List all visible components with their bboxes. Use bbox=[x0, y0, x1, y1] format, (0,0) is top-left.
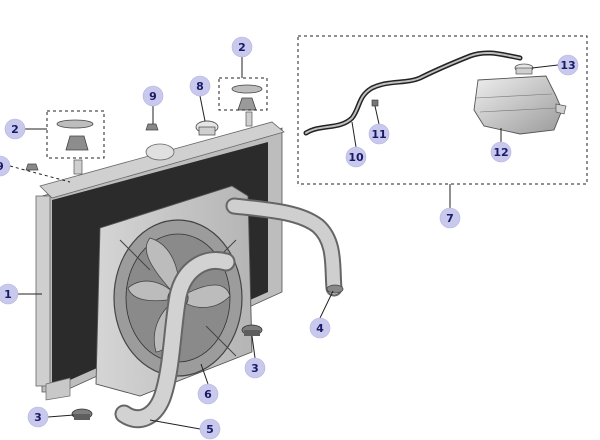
callout-3-right-label: 3 bbox=[251, 362, 259, 375]
callout-9-left: 9 bbox=[0, 155, 11, 177]
grommet-bottom bbox=[71, 408, 93, 420]
callout-7-label: 7 bbox=[446, 212, 454, 225]
callout-9-top-label: 9 bbox=[149, 90, 157, 103]
callout-7: 7 bbox=[439, 207, 461, 229]
callout-11-label: 11 bbox=[371, 128, 386, 141]
leader-lines bbox=[9, 57, 559, 430]
callout-10: 10 bbox=[345, 146, 367, 168]
callout-1: 1 bbox=[0, 283, 19, 305]
callout-2-right: 2 bbox=[231, 36, 253, 58]
callout-2-left-label: 2 bbox=[11, 123, 19, 136]
callout-badges: 1 2 2 3 3 4 5 6 bbox=[0, 36, 579, 440]
callout-2-right-label: 2 bbox=[238, 41, 246, 54]
callout-3-bottom-label: 3 bbox=[34, 411, 42, 424]
callout-3-right: 3 bbox=[244, 357, 266, 379]
radiator-cap bbox=[195, 120, 219, 136]
callout-5: 5 bbox=[199, 418, 221, 440]
callout-11: 11 bbox=[368, 123, 390, 145]
reservoir-cap bbox=[514, 63, 534, 75]
bolt-left bbox=[25, 163, 39, 171]
callout-1-label: 1 bbox=[4, 288, 12, 301]
thermostat-left bbox=[56, 119, 94, 175]
callout-2-left: 2 bbox=[4, 118, 26, 140]
callout-13: 13 bbox=[557, 54, 579, 76]
thermostat-right bbox=[231, 84, 263, 127]
bolt-top bbox=[145, 123, 159, 131]
callout-8-label: 8 bbox=[196, 80, 204, 93]
callout-5-label: 5 bbox=[206, 423, 214, 436]
radiator-filler-neck bbox=[145, 143, 175, 161]
callout-6: 6 bbox=[197, 383, 219, 405]
callout-3-bottom: 3 bbox=[27, 406, 49, 428]
callout-4: 4 bbox=[309, 317, 331, 339]
coolant-reservoir-tank bbox=[473, 75, 567, 135]
callout-8: 8 bbox=[189, 75, 211, 97]
callout-4-label: 4 bbox=[316, 322, 324, 335]
callout-9-left-label: 9 bbox=[0, 160, 4, 173]
grommet-right bbox=[241, 324, 263, 336]
callout-13-label: 13 bbox=[560, 59, 575, 72]
callout-6-label: 6 bbox=[204, 388, 212, 401]
callout-9-top: 9 bbox=[142, 85, 164, 107]
callout-10-label: 10 bbox=[348, 151, 364, 164]
reservoir-group-box bbox=[297, 35, 588, 185]
callout-12: 12 bbox=[490, 141, 512, 163]
hose-clip bbox=[371, 99, 379, 107]
callout-12-label: 12 bbox=[493, 146, 508, 159]
